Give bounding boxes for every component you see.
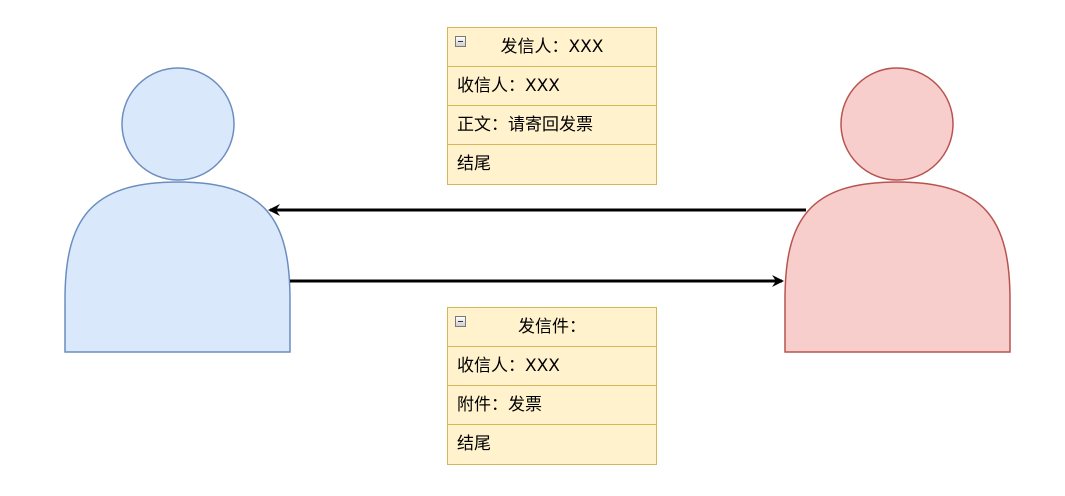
right-person-head [840,67,954,181]
left-person-head [121,67,235,181]
top-box-header: 发信人：XXX [448,28,656,67]
left-person-body [64,181,291,353]
collapse-icon[interactable] [455,316,466,327]
bottom-box-header-label: 发信件： [518,317,586,337]
top-box-row-body: 正文：请寄回发票 [448,106,656,145]
bottom-box-row-attachment: 附件：发票 [448,386,656,425]
collapse-icon[interactable] [455,36,466,47]
right-person-body [784,181,1011,353]
bottom-message-box: 发信件： 收信人：XXX 附件：发票 结尾 [447,307,657,465]
right-person-icon [784,67,1011,353]
bottom-box-header: 发信件： [448,308,656,347]
top-message-box: 发信人：XXX 收信人：XXX 正文：请寄回发票 结尾 [447,27,657,185]
top-box-header-label: 发信人：XXX [500,37,604,57]
bottom-box-row-recipient: 收信人：XXX [448,347,656,386]
top-box-row-recipient: 收信人：XXX [448,67,656,106]
left-person-icon [64,67,291,353]
bottom-box-row-ending: 结尾 [457,434,491,454]
top-box-row-ending: 结尾 [457,154,491,174]
